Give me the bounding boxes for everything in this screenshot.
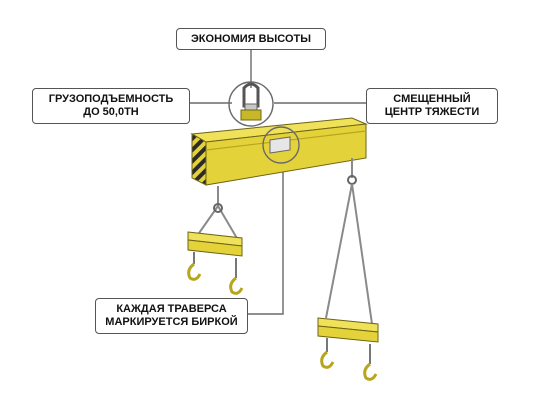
tag-plate-icon <box>269 136 291 154</box>
callout-tag-marking-line-2: МАРКИРУЕТСЯ БИРКОЙ <box>105 316 238 328</box>
right-lower-beam <box>317 317 379 343</box>
callout-height-saving: ЭКОНОМИЯ ВЫСОТЫ <box>176 28 326 50</box>
hook-icon <box>187 252 202 281</box>
callout-offset-center: СМЕЩЕННЫЙ ЦЕНТР ТЯЖЕСТИ <box>366 88 498 124</box>
hook-icon <box>229 258 244 295</box>
chain-icon <box>325 183 353 319</box>
callout-tag-marking: КАЖДАЯ ТРАВЕРСА МАРКИРУЕТСЯ БИРКОЙ <box>95 298 248 334</box>
left-lower-beam <box>187 231 243 257</box>
callout-height-saving-line-1: ЭКОНОМИЯ ВЫСОТЫ <box>190 32 312 45</box>
left-chain-assembly <box>196 186 239 241</box>
hook-icon <box>363 344 378 381</box>
callout-offset-center-line-2: ЦЕНТР ТЯЖЕСТИ <box>384 106 480 118</box>
main-beam <box>190 117 368 186</box>
top-shackle-icon <box>228 81 274 127</box>
callout-capacity-line-1: ГРУЗОПОДЪЕМНОСТЬ <box>48 93 174 105</box>
callout-capacity-line-2: ДО 50,0ТН <box>83 106 139 118</box>
callout-offset-center-line-1: СМЕЩЕННЫЙ <box>393 93 471 105</box>
leader-tag <box>248 152 284 315</box>
hook-icon <box>320 338 335 369</box>
callout-tag-marking-line-1: КАЖДАЯ ТРАВЕРСА <box>116 303 227 315</box>
right-chain-assembly <box>325 158 373 325</box>
callout-capacity: ГРУЗОПОДЪЕМНОСТЬ ДО 50,0ТН <box>32 88 190 124</box>
tag-highlight-circle <box>262 126 300 164</box>
